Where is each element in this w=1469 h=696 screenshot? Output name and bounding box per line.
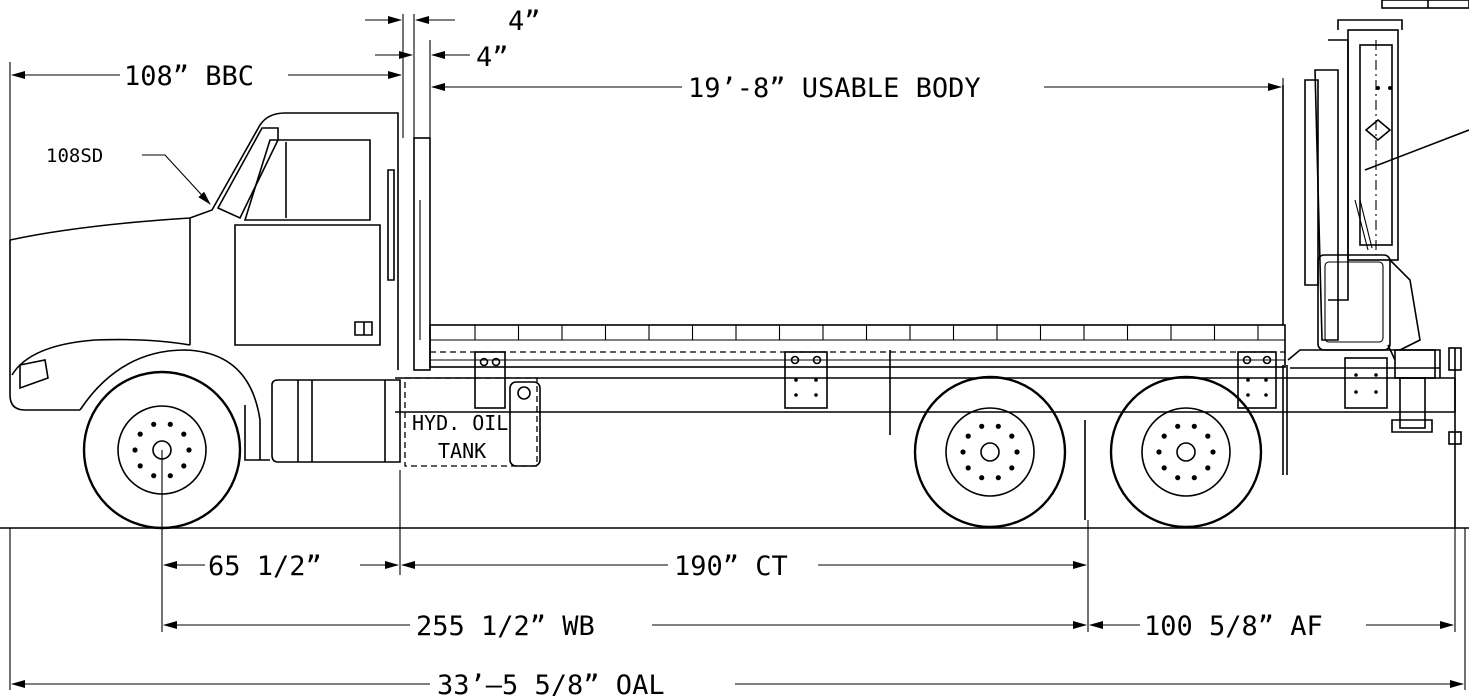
stake-pockets [474, 325, 1259, 340]
lug-nut [1191, 423, 1197, 429]
dim-cab-gap-second: 4” [375, 42, 509, 73]
truck-hood [9, 112, 399, 461]
tank-label-line2: TANK [438, 439, 486, 463]
model-callout: 108SD [46, 145, 211, 205]
dim-af: 100 5/8” AF [1089, 611, 1454, 642]
fuel-tank [271, 379, 401, 463]
lug-nut [995, 423, 1001, 429]
mounting-plate-1 [474, 351, 506, 409]
dim-front-axle-to-cab: 65 1/2” [163, 551, 399, 582]
mudflap-hangers [889, 350, 1288, 520]
lug-nut [1009, 465, 1015, 471]
dim-usable-body-text: 19’-8” USABLE BODY [688, 73, 981, 104]
dim-bbc-text: 108” BBC [124, 61, 254, 92]
lug-nut [1014, 449, 1020, 455]
lug-nut [1210, 449, 1216, 455]
lug-nut [1191, 475, 1197, 481]
hydraulic-oil-tank: HYD. OIL TANK [404, 377, 541, 467]
dim-bbc: 108” BBC [11, 61, 402, 92]
lug-nut [151, 421, 157, 427]
dim-ct-text: 190” CT [674, 551, 788, 582]
lug-nut [1175, 423, 1181, 429]
lug-nut [1175, 475, 1181, 481]
lug-nut [979, 423, 985, 429]
tank-label-line1: HYD. OIL [412, 411, 508, 435]
lug-nut [960, 449, 966, 455]
lug-nut [167, 473, 173, 479]
crane-base-plate [1344, 357, 1388, 409]
dim-oal-text: 33’–5 5/8” OAL [437, 670, 665, 696]
lug-nut [181, 463, 187, 469]
lug-nut [1205, 433, 1211, 439]
lug-nut [167, 421, 173, 427]
dim-wb: 255 1/2” WB [163, 611, 1087, 642]
dim-af-text: 100 5/8” AF [1144, 611, 1323, 642]
lug-nut [1161, 433, 1167, 439]
lug-nut [186, 447, 192, 453]
dim-cab-gap-top: 4” [365, 2, 552, 37]
cab [216, 127, 395, 346]
dim-oal: 33’–5 5/8” OAL [11, 670, 1464, 696]
lug-nut [1161, 465, 1167, 471]
model-label: 108SD [46, 145, 103, 167]
lug-nut [995, 475, 1001, 481]
lug-nut [137, 431, 143, 437]
lug-nut [137, 463, 143, 469]
dim-ct: 190” CT [401, 551, 1087, 582]
dim-cab-gap-top-text: 4” [508, 6, 541, 37]
dim-wb-text: 255 1/2” WB [416, 611, 595, 642]
dim-front-axle-to-cab-text: 65 1/2” [208, 551, 322, 582]
extension-lines [9, 14, 1466, 690]
lug-nut [132, 447, 138, 453]
flatbed-deck [429, 324, 1286, 368]
rear-wheel-forward [913, 375, 1067, 529]
mounting-plate-3 [1237, 351, 1277, 409]
lug-nut [979, 475, 985, 481]
dim-cab-gap-second-text: 4” [476, 42, 509, 73]
lug-nut [1009, 433, 1015, 439]
lug-nut [965, 465, 971, 471]
lug-nut [965, 433, 971, 439]
rear-wheel-rear [1109, 375, 1263, 529]
knuckle-boom-crane [1287, 0, 1469, 528]
lug-nut [181, 431, 187, 437]
mounting-plate-2 [784, 351, 828, 409]
lug-nut [1205, 465, 1211, 471]
frame-rail [395, 377, 1456, 413]
lug-nut [151, 473, 157, 479]
lug-nut [1156, 449, 1162, 455]
dim-usable-body: 19’-8” USABLE BODY [431, 73, 1282, 104]
headboard [413, 137, 431, 371]
